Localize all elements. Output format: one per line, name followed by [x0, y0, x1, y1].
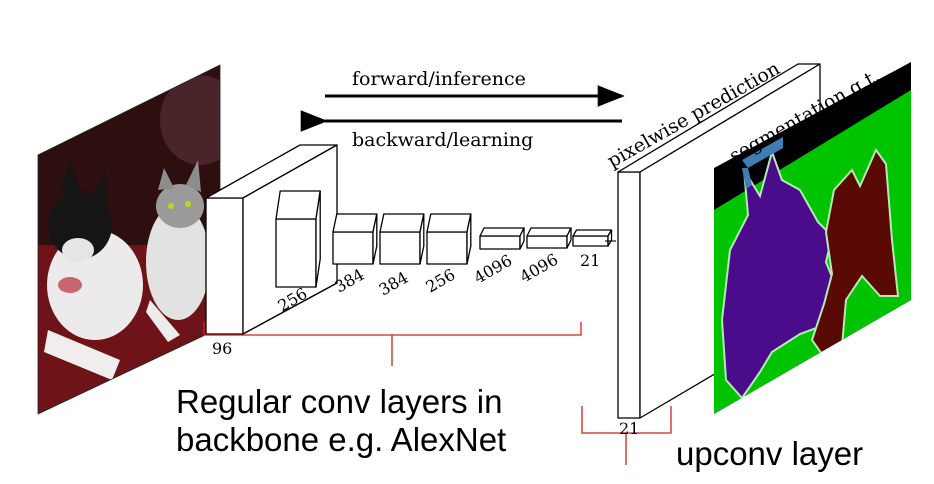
backbone-caption-line2: backbone e.g. AlexNet	[176, 421, 507, 458]
conv-block	[479, 227, 525, 250]
conv-block-label: 384	[376, 268, 412, 300]
cat-mask	[810, 147, 900, 362]
backbone-caption-line1: Regular conv layers in	[176, 383, 503, 420]
conv-block-label: 4096	[517, 250, 562, 287]
conv-block	[379, 213, 425, 265]
upconv-caption: upconv layer	[676, 435, 864, 472]
forward-label: forward/inference	[352, 68, 526, 90]
conv-block	[526, 227, 572, 249]
upconv-brace	[581, 406, 672, 465]
backbone-caption: Regular conv layers in backbone e.g. Ale…	[176, 383, 506, 459]
conv-block	[572, 229, 613, 247]
slab-edge	[242, 282, 338, 335]
conv-block	[275, 190, 321, 288]
output-size-label: 21	[619, 419, 639, 438]
conv-block-label: 256	[423, 265, 459, 297]
input-size-label: 96	[212, 339, 232, 358]
conv-block	[332, 213, 378, 265]
conv-block	[426, 213, 472, 265]
conv-block-label: 4096	[471, 251, 516, 288]
backward-label: backward/learning	[352, 129, 533, 151]
conv-block-label: 21	[580, 251, 600, 270]
backbone-brace	[203, 322, 582, 366]
